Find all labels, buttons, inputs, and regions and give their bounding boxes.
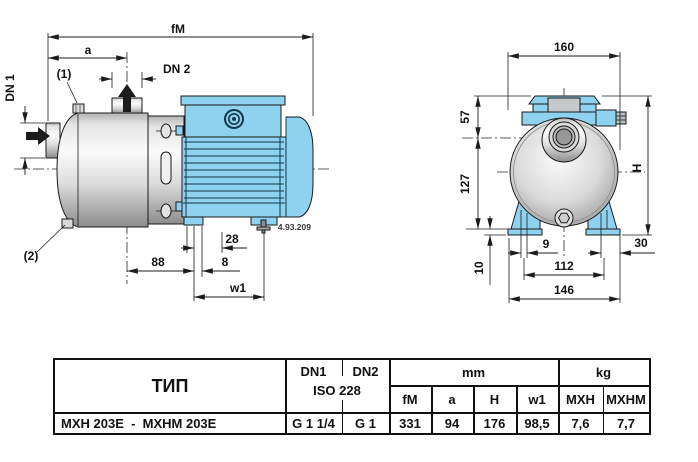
table-grid-line <box>285 360 287 433</box>
foot-pad-left <box>507 228 543 236</box>
foot-bolt <box>256 219 271 234</box>
table-grid-line <box>473 385 475 433</box>
end-view-dimensions: 160 57 127 10 H 9 30 <box>458 40 655 303</box>
end-view: 160 57 127 10 H 9 30 <box>458 40 655 303</box>
cable-gland <box>224 109 244 129</box>
dim-dn2-label: DN 2 <box>163 62 191 76</box>
dim-w1-label: w1 <box>229 281 246 295</box>
row-mxh-value: 7,6 <box>571 416 590 431</box>
kg-group-header: kg <box>595 364 612 380</box>
row-fm-value: 331 <box>399 416 421 431</box>
row-w1-value: 98,5 <box>524 416 550 431</box>
row-dn2-value: G 1 <box>355 416 376 431</box>
dim-9-label: 9 <box>543 237 550 251</box>
dim-8-label: 8 <box>222 255 229 269</box>
tie-bolt-top <box>160 123 172 139</box>
connector-housing <box>595 109 617 127</box>
dim-fm-label: fM <box>171 22 185 36</box>
adapter-slot <box>160 151 172 185</box>
table-grid-line <box>342 360 343 376</box>
table-grid-line <box>431 385 433 433</box>
row-dn1-value: G 1 1/4 <box>292 416 335 431</box>
dn2-header: DN2 <box>352 363 379 379</box>
table-grid-line <box>516 385 518 433</box>
type-column-header: ТИП <box>151 375 189 396</box>
dn1-header: DN1 <box>300 363 327 379</box>
foot-pad-right <box>585 228 621 236</box>
motor-foot-front <box>183 216 204 226</box>
dim-h-label: H <box>630 164 644 173</box>
dim-112-label: 112 <box>554 259 574 273</box>
drain-plug <box>61 218 74 229</box>
h-column-header: H <box>489 391 500 407</box>
dim-30-label: 30 <box>634 236 648 250</box>
row-a-value: 94 <box>444 416 460 431</box>
w1-column-header: w1 <box>528 391 546 407</box>
drawing-code: 4.93.209 <box>278 222 311 232</box>
side-view-dimensions: fM a DN 2 DN 1 (1) (2) 28 <box>3 22 314 301</box>
table-grid-line <box>558 360 560 433</box>
dimension-table: ТИП DN1 DN2 ISO 228 mm kg fM a H w1 MXH … <box>53 358 651 435</box>
terminal-box-lid <box>180 95 286 106</box>
table-grid-line <box>603 385 604 433</box>
row-mxhm-value: 7,7 <box>616 416 636 431</box>
mxh-column-header: MXH <box>566 391 595 407</box>
pump-casing <box>45 97 186 229</box>
dim-88-label: 88 <box>151 255 165 269</box>
technical-drawing: fM a DN 2 DN 1 (1) (2) 28 <box>3 22 655 303</box>
callout-1: (1) <box>57 67 72 81</box>
dim-127-label: 127 <box>458 174 472 194</box>
connector-plug <box>615 111 627 125</box>
dim-146-label: 146 <box>554 283 574 297</box>
dim-dn1-label: DN 1 <box>3 74 17 102</box>
fm-column-header: fM <box>402 391 418 407</box>
iso-header: ISO 228 <box>313 382 361 398</box>
table-grid-line <box>389 360 391 433</box>
casing-body <box>56 112 149 228</box>
dim-160-label: 160 <box>554 40 574 54</box>
mm-group-header: mm <box>461 364 486 380</box>
flange-lug-top <box>175 125 184 136</box>
dim-57-label: 57 <box>458 110 472 124</box>
tie-bolt-bottom <box>160 203 172 219</box>
dim-10-label: 10 <box>472 261 486 275</box>
delivery-flow-arrow <box>118 84 136 112</box>
side-view: fM a DN 2 DN 1 (1) (2) 28 <box>3 22 332 301</box>
motor <box>175 95 314 234</box>
vent-plug <box>72 103 85 114</box>
mxhm-column-header: MXHM <box>606 391 646 407</box>
dim-a-label: a <box>85 43 92 57</box>
a-column-header: a <box>448 391 456 407</box>
row-type-value: MXH 203E - MXHM 203E <box>61 416 217 431</box>
drain-plug-hex <box>557 212 571 224</box>
fan-cover <box>285 116 314 218</box>
table-grid-line <box>342 400 343 433</box>
dim-28-label: 28 <box>225 232 239 246</box>
table-grid-line <box>55 412 649 414</box>
suction-flow-arrow <box>26 127 50 145</box>
motor-fins <box>183 141 285 204</box>
callout-2: (2) <box>24 249 39 263</box>
row-h-value: 176 <box>483 416 506 431</box>
table-grid-line <box>389 385 649 387</box>
